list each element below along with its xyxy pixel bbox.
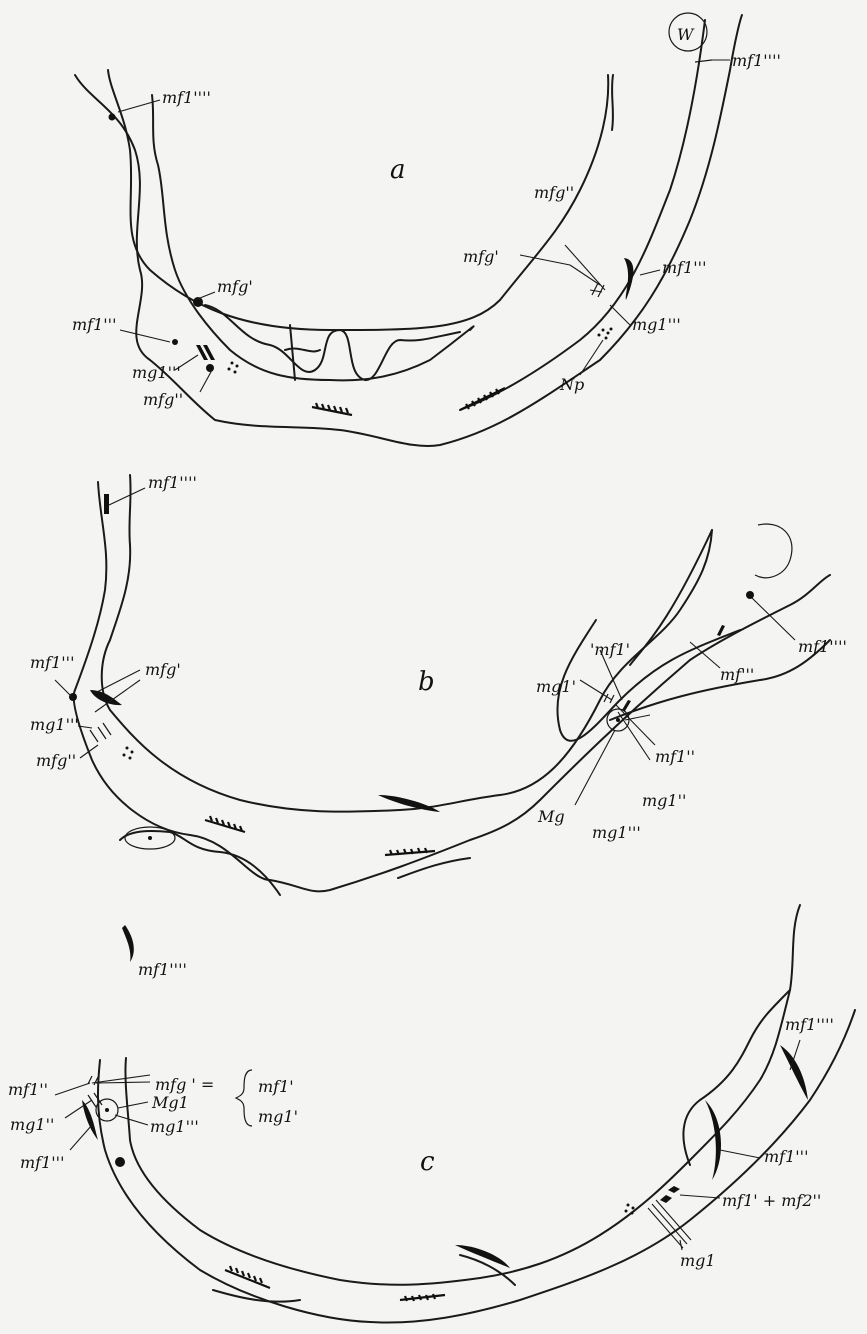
panel-c-label-mg1-bottom: mg1 <box>680 1251 716 1270</box>
panel-b-mark-mf1-tube <box>622 700 631 711</box>
panel-c-mark-mg1-2-left <box>88 1093 102 1107</box>
panel-b-label-mf1-4-right: mf1'''' <box>798 637 847 656</box>
panel-b-label-mg1-2-right: mg1'' <box>642 791 686 810</box>
panel-a-hatch-center <box>312 403 352 415</box>
panel-c-hatch-right <box>400 1294 445 1301</box>
panel-b-label-mfg2-left: mfg'' <box>36 751 76 770</box>
panel-c-mark-mf1-3-right-arc <box>705 1100 721 1180</box>
panel-a-stipple-left <box>228 362 239 374</box>
panel-c-mark-mf1-plus <box>660 1186 680 1203</box>
panel-b-label-mf-3-right: mf''' <box>720 665 754 684</box>
panel-c-right-arc <box>683 990 790 1165</box>
panel-b-dot-mf1-right <box>746 591 754 599</box>
panel-c-lower-tube <box>213 1255 515 1302</box>
panel-c-label-mg1-cell: Mg1 <box>151 1093 189 1112</box>
panel-b-letter: b <box>418 667 435 697</box>
panel-a-label-mf1-top-left: mf1'''' <box>162 88 211 107</box>
panel-a-mark-arrow-top-right <box>695 60 712 62</box>
panel-a-letter: a <box>390 155 406 185</box>
panel-a-label-mfg2-left: mfg'' <box>143 390 183 409</box>
panel-a-dot-mf1-left <box>172 339 178 345</box>
panel-c-label-mg1-3-left: mg1''' <box>150 1117 199 1136</box>
panel-a-leaders <box>118 60 730 392</box>
panel-c-letter: c <box>420 1147 435 1177</box>
panel-b-label-mg1-3-right: mg1''' <box>592 823 641 842</box>
panel-b-label-mfg1-left: mfg' <box>145 660 181 679</box>
panel-b-label-mf1-1-right: 'mf1' <box>590 640 630 659</box>
panel-a-label-mf1-3-right: mf1''' <box>662 258 706 277</box>
panel-a-mark-mfg-right <box>592 283 604 297</box>
panel-b-outer-left <box>74 482 830 891</box>
panel-a-label-mfg2-right: mfg'' <box>534 183 574 202</box>
panel-c-cell-mg1-dot <box>105 1108 109 1112</box>
panel-c-label-mf1-2-left: mf1'' <box>8 1080 48 1099</box>
panel-a: W mf1'''' mf1'''' a mfg'' mfg' mf1''' mg… <box>72 13 781 446</box>
panel-a-label-mg1-3-left: mg1''' <box>132 363 181 382</box>
panel-b-label-mf1-2-right: mf1'' <box>655 747 695 766</box>
panel-c-stipple-right <box>625 1204 635 1215</box>
panel-b-dot-mf1-3-left <box>69 693 77 701</box>
panel-a-np-stipple <box>598 328 613 340</box>
panel-c-blob-left <box>115 1157 125 1167</box>
panel-c-label-mf1-3-right: mf1''' <box>764 1147 808 1166</box>
panel-a-label-mf1-3-left: mf1''' <box>72 315 116 334</box>
panel-a-hatch-right <box>460 388 505 410</box>
panel-c-brace <box>236 1070 252 1126</box>
panel-b-label-mf1-top: mf1'''' <box>148 473 197 492</box>
panel-a-label-np: Np <box>559 375 584 394</box>
panel-b-label-mg1-3-left: mg1''' <box>30 715 79 734</box>
panel-a-label-mg1-3-right: mg1''' <box>632 315 681 334</box>
panel-c-label-mfg1-eq: mfg ' = <box>155 1075 214 1094</box>
panel-b-cell-left-dot <box>148 836 152 840</box>
panel-a-right-tube <box>460 20 705 410</box>
panel-a-blob-mfg2-left <box>206 364 214 372</box>
panel-b-hatch-left <box>205 816 245 832</box>
panel-a-label-mfg1-left: mfg' <box>217 277 253 296</box>
panel-b-mark-mg1-left <box>90 723 111 742</box>
panel-a-dot-top-left <box>109 114 116 121</box>
panel-b-mark-right-tick <box>717 625 725 636</box>
panel-b-stipple-left <box>123 747 134 760</box>
panel-c-label-mf1-plus-mf2: mf1' + mf2'' <box>722 1191 821 1210</box>
panel-c-mark-mf1-4-right <box>780 1045 808 1100</box>
panel-c-inner-line <box>125 905 800 1285</box>
panel-b: mf1'''' mf1'''' b mf1''' mfg' mg1''' mfg… <box>30 473 847 895</box>
panel-a-label-mf1-top-right: mf1'''' <box>732 51 781 70</box>
panel-c-label-brace-mg1: mg1' <box>258 1107 298 1126</box>
panel-c-leaders <box>55 1040 800 1250</box>
panel-a-middle-line <box>152 95 474 380</box>
panel-c-label-mg1-2-left: mg1'' <box>10 1115 54 1134</box>
panel-c-label-mf1-3-left: mf1''' <box>20 1153 64 1172</box>
panel-a-mark-mf1-right <box>624 258 633 300</box>
panel-b-cell-mg-dot <box>616 718 620 722</box>
panel-c-detached-fragment <box>122 925 134 962</box>
panel-c: mf1'''' mf1'''' mf1'' mfg ' = mf1' m <box>8 905 855 1323</box>
panel-b-hatch-right <box>385 848 435 855</box>
panel-b-mark-mf1-top <box>104 494 109 514</box>
panel-a-label-mfg1-right: mfg' <box>463 247 499 266</box>
panel-c-label-brace-mf1: mf1' <box>258 1077 294 1096</box>
panel-c-hatch-left <box>225 1266 270 1288</box>
panel-b-w-curl <box>755 524 792 578</box>
panel-c-label-mf1-4-detached: mf1'''' <box>138 960 187 979</box>
panel-a-w-label: W <box>677 25 695 44</box>
panel-b-label-mg: Mg <box>537 807 565 826</box>
panel-b-label-mg1-1-right: mg1' <box>536 677 576 696</box>
panel-a-mark-mg1-left <box>196 345 215 360</box>
panel-b-label-mf1-3-left: mf1''' <box>30 653 74 672</box>
panel-c-label-mf1-4-right: mf1'''' <box>785 1015 834 1034</box>
panel-a-center-wiggle <box>205 305 460 380</box>
panel-a-center-cross <box>285 325 320 380</box>
